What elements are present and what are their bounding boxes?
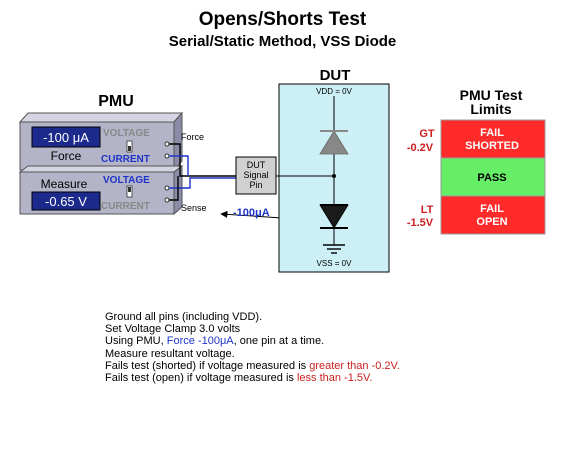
limits-title-1: PMU Test bbox=[460, 87, 523, 103]
pmu-wiring bbox=[169, 143, 236, 201]
measure-label: Measure bbox=[41, 177, 88, 191]
fail-shorted-label-1: FAIL bbox=[480, 127, 504, 139]
pmu-force-unit: -100 μA Force VOLTAGE CURRENT bbox=[18, 111, 184, 172]
note-highlight-shorted: greater than -0.2V. bbox=[309, 359, 400, 372]
note-line: Using PMU, Force -100μA, one pin at a ti… bbox=[105, 335, 400, 347]
pmu-measure-unit: Measure -0.65 V VOLTAGE CURRENT bbox=[18, 165, 184, 216]
note-text: Using PMU, bbox=[105, 335, 167, 348]
page-title: Opens/Shorts Test bbox=[198, 9, 367, 30]
vdd-diode-icon bbox=[319, 130, 349, 155]
signal-pin-label-3: Pin bbox=[249, 180, 262, 190]
pmu-label: PMU bbox=[98, 93, 134, 110]
dut-signal-pin bbox=[235, 156, 277, 195]
ground-icon bbox=[323, 244, 345, 254]
terminal-sense-bottom bbox=[164, 197, 170, 203]
terminal-force-top bbox=[164, 141, 170, 147]
note-highlight-force: Force -100μA bbox=[166, 335, 234, 348]
lt-label: LT bbox=[421, 204, 434, 216]
measure-display bbox=[31, 191, 101, 211]
force-wire-label: Force bbox=[181, 132, 204, 142]
fail-shorted-label-2: SHORTED bbox=[465, 140, 519, 152]
measure-display-value: -0.65 V bbox=[45, 194, 87, 209]
vdd-label: VDD = 0V bbox=[316, 87, 352, 96]
note-line: Fails test (open) if voltage measured is… bbox=[105, 372, 400, 384]
signal-pin-label-1: DUT bbox=[247, 160, 266, 170]
voltage-label-top: VOLTAGE bbox=[103, 128, 150, 139]
force-display bbox=[31, 126, 101, 148]
current-label-top: CURRENT bbox=[101, 154, 150, 165]
voltage-label-bottom: VOLTAGE bbox=[103, 175, 150, 186]
gt-value: -0.2V bbox=[407, 142, 434, 154]
page-subtitle: Serial/Static Method, VSS Diode bbox=[168, 33, 397, 50]
note-highlight-open: less than -1.5V. bbox=[296, 372, 373, 385]
signal-pin-label-2: Signal bbox=[243, 170, 268, 180]
fail-open-label-1: FAIL bbox=[480, 203, 504, 215]
lt-value: -1.5V bbox=[407, 217, 434, 229]
dut-label: DUT bbox=[320, 67, 351, 84]
note-line: Fails test (shorted) if voltage measured… bbox=[105, 360, 400, 372]
note-text: , one pin at a time. bbox=[233, 335, 325, 348]
pass-zone bbox=[440, 157, 546, 197]
fail-open-label-2: OPEN bbox=[476, 216, 507, 228]
gt-label: GT bbox=[419, 128, 435, 140]
current-label-bottom: CURRENT bbox=[101, 201, 150, 212]
sense-wire-label: Sense bbox=[181, 203, 207, 213]
terminal-force-bottom bbox=[164, 185, 170, 191]
fail-open-zone bbox=[440, 195, 546, 235]
vss-label: VSS = 0V bbox=[317, 259, 353, 268]
note-text: Fails test (open) if voltage measured is bbox=[105, 372, 297, 385]
note-line: Ground all pins (including VDD). bbox=[105, 311, 263, 323]
current-value-label: -100μA bbox=[233, 207, 270, 219]
force-label: Force bbox=[51, 149, 82, 163]
terminal-sense-top bbox=[164, 153, 170, 159]
limits-title-2: Limits bbox=[470, 101, 511, 117]
note-line: Set Voltage Clamp 3.0 volts bbox=[105, 323, 241, 336]
test-procedure-notes: Ground all pins (including VDD). Set Vol… bbox=[105, 311, 400, 384]
note-text: Fails test (shorted) if voltage measured… bbox=[105, 359, 310, 372]
fail-shorted-zone bbox=[440, 119, 546, 159]
force-display-value: -100 μA bbox=[43, 130, 89, 145]
pass-label: PASS bbox=[477, 172, 506, 184]
note-line: Measure resultant voltage. bbox=[105, 347, 235, 360]
